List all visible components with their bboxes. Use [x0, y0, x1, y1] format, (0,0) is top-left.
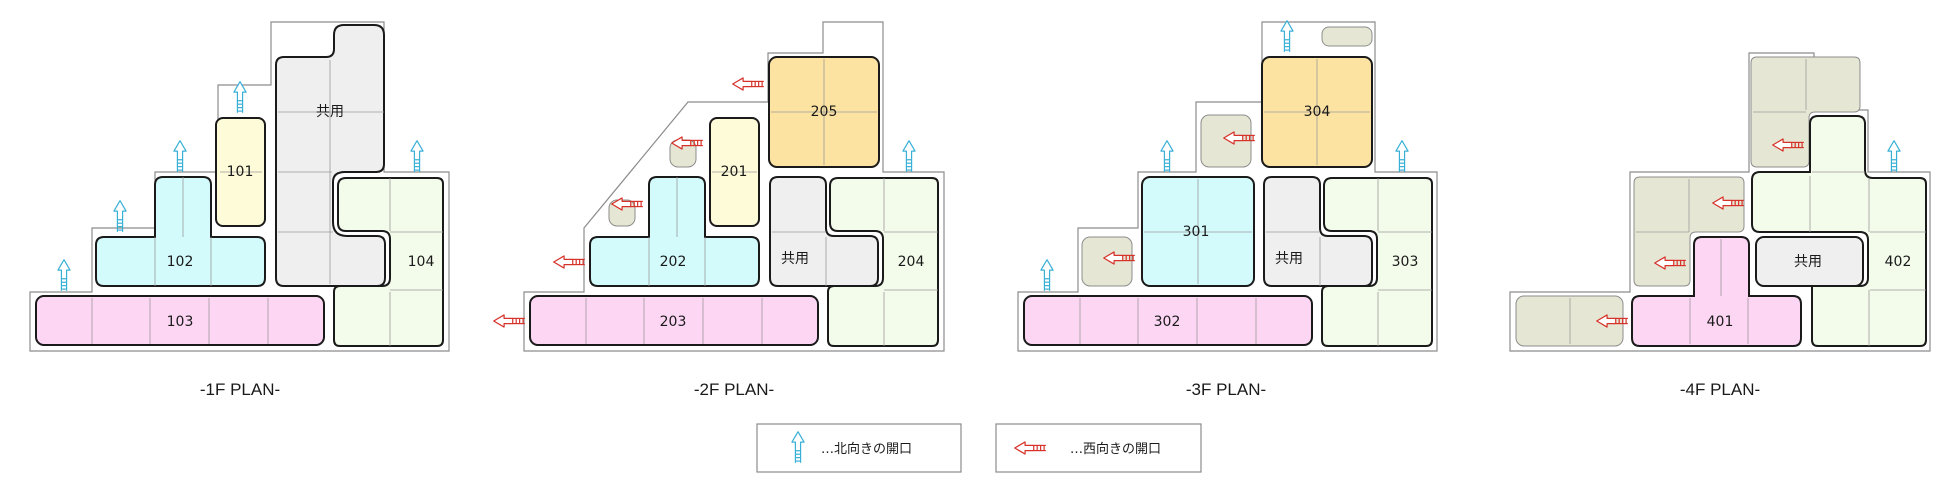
room-203 [529, 295, 819, 346]
north-arrow-icon [1280, 20, 1294, 53]
room-104 [333, 177, 444, 347]
plan-caption: -4F PLAN- [1680, 380, 1760, 399]
west-arrow-icon [732, 77, 765, 91]
north-arrow-icon [173, 140, 187, 173]
room-202 [589, 176, 760, 287]
room-label: 103 [167, 314, 194, 330]
west-arrow-icon [493, 314, 526, 328]
legend: …北向きの開口 …西向きの開口 [756, 423, 1202, 473]
north-arrow-icon [1887, 140, 1901, 173]
legend-item-west: …西向きの開口 [995, 423, 1202, 473]
plan-1f: 101 102 103 104 共用 -1F PLAN- [29, 21, 450, 399]
room-204 [827, 177, 939, 347]
room-label: 共用 [1794, 254, 1822, 270]
room-label: 102 [167, 254, 194, 270]
balcony [1081, 236, 1133, 287]
room-label: 共用 [1275, 251, 1303, 267]
room-401 [1631, 236, 1802, 347]
plan-caption: -3F PLAN- [1186, 380, 1266, 399]
building-outline [523, 21, 945, 352]
north-arrow-icon [57, 259, 71, 292]
room-label: 204 [898, 254, 925, 270]
west-arrow-icon [553, 255, 586, 269]
north-arrow-icon [1160, 140, 1174, 173]
room-label: 共用 [781, 251, 809, 267]
legend-text: …西向きの開口 [1070, 441, 1161, 457]
plan-3f: 301 302 303 304 共用 -3F PLAN- [1017, 20, 1438, 399]
room-302 [1023, 295, 1313, 346]
balcony [1321, 26, 1373, 47]
room-label: 101 [227, 164, 254, 180]
room-102 [95, 176, 266, 287]
room-label: 104 [408, 254, 435, 270]
room-common [275, 24, 386, 287]
room-label: 301 [1183, 224, 1210, 240]
north-arrow-icon [233, 81, 247, 114]
room-label: 202 [660, 254, 687, 270]
room-label: 201 [721, 164, 748, 180]
north-arrow-icon [902, 140, 916, 173]
room-common [1263, 176, 1373, 287]
legend-text: …北向きの開口 [821, 441, 912, 457]
north-arrow-icon [1040, 259, 1054, 292]
plan-caption: -2F PLAN- [694, 380, 774, 399]
legend-box [756, 423, 962, 473]
room-label: 302 [1154, 314, 1181, 330]
room-label: 共用 [316, 104, 344, 120]
room-label: 401 [1707, 314, 1734, 330]
room-common [1755, 236, 1864, 287]
plan-2f: 201 202 203 204 205 共用 -2F PLAN- [493, 21, 945, 399]
room-103 [35, 295, 325, 346]
room-label: 402 [1885, 254, 1912, 270]
room-label: 304 [1304, 104, 1331, 120]
plan-4f: 401 402 共用 -4F PLAN- [1509, 52, 1931, 399]
north-arrow-icon [113, 200, 127, 233]
room-label: 203 [660, 314, 687, 330]
legend-item-north: …北向きの開口 [756, 423, 962, 473]
north-arrow-icon [410, 140, 424, 173]
room-common [769, 176, 879, 287]
room-label: 303 [1392, 254, 1419, 270]
room-label: 205 [811, 104, 838, 120]
plan-caption: -1F PLAN- [200, 380, 280, 399]
room-303 [1321, 177, 1433, 347]
north-arrow-icon [1395, 140, 1409, 173]
building-outline [29, 21, 450, 352]
